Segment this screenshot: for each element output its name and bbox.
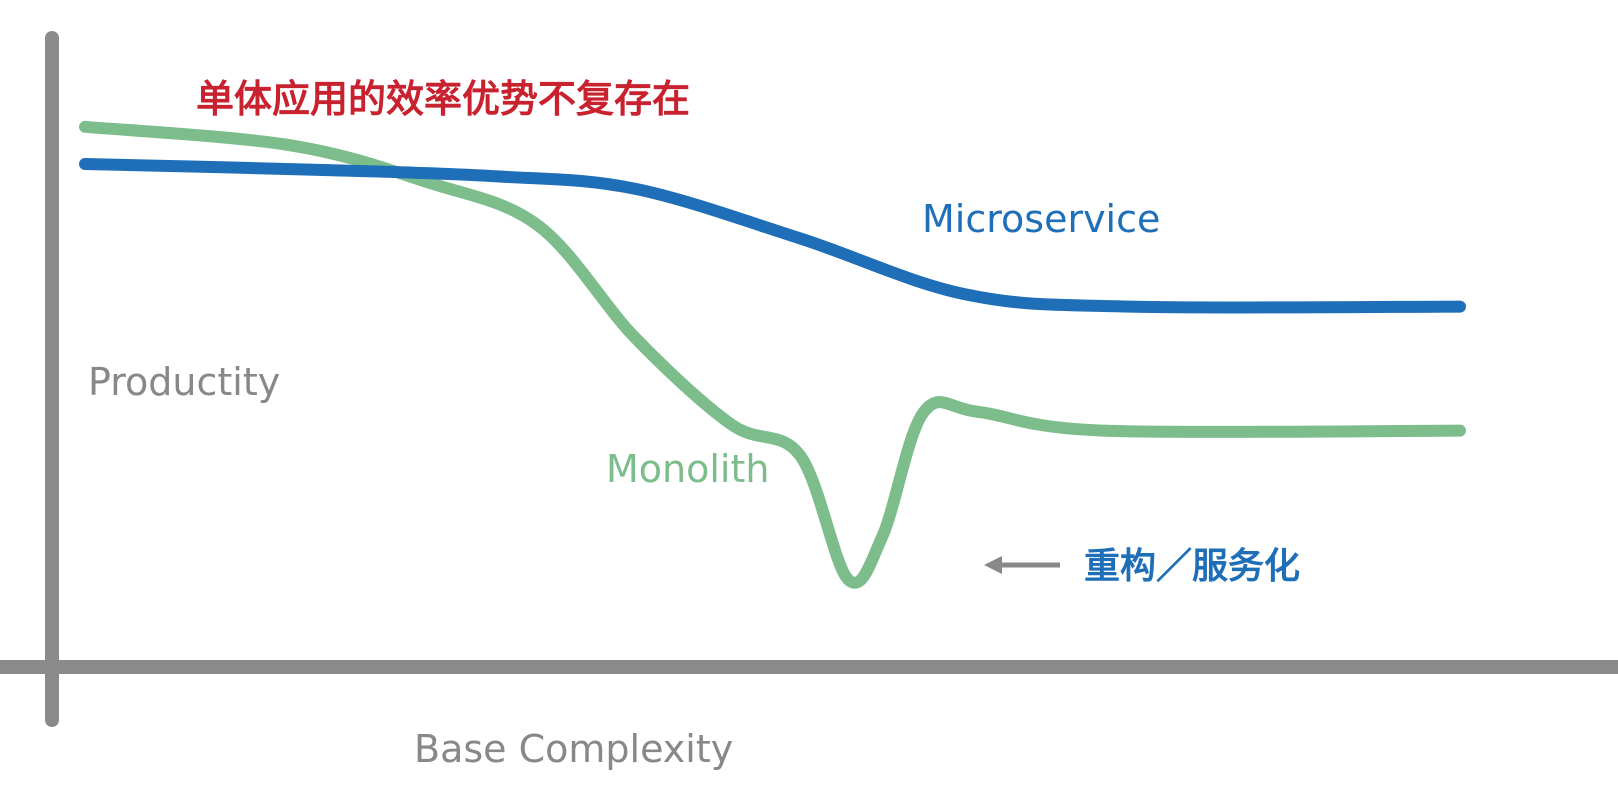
annotation-text: 重构／服务化	[1084, 546, 1300, 587]
annotation-arrow-head	[984, 556, 1002, 574]
series-label-microservice: Microservice	[922, 197, 1160, 241]
series-layer	[79, 120, 1466, 589]
series-line-monolith	[79, 120, 1466, 589]
x-axis-label: Base Complexity	[414, 727, 733, 771]
series-label-monolith: Monolith	[606, 447, 769, 491]
annotation-refactor: 重构／服务化	[984, 546, 1300, 587]
y-axis-label: Productity	[88, 360, 280, 404]
chart-title: 单体应用的效率优势不复存在	[196, 77, 690, 121]
series-line-microservice	[79, 158, 1466, 314]
